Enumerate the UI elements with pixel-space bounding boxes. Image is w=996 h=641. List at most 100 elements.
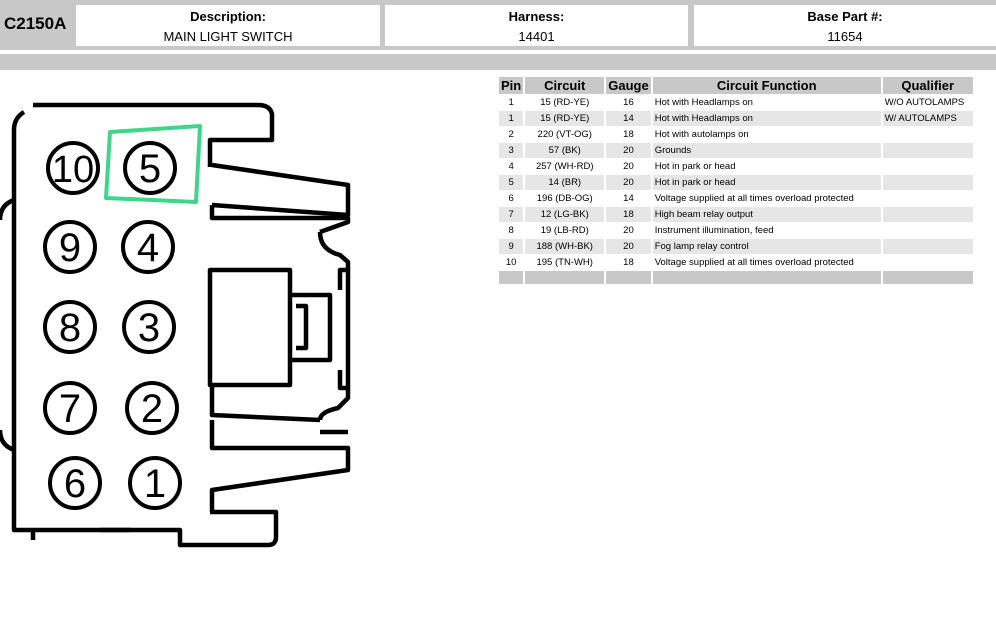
cell-pin: 5 [499,175,524,190]
cell-gauge: 20 [606,175,651,190]
blank-cell [606,271,651,284]
cell-function: Hot with Headlamps on [654,97,753,108]
cell-pin: 1 [508,97,514,108]
pin-circle [122,300,176,354]
cell-gauge: 20 [623,161,634,172]
cell-circuit: 19 (LB-RD) [540,225,589,236]
harness-value: 14401 [518,29,555,44]
pin-number-label: 6 [64,462,86,506]
cell-function: Instrument illumination, feed [654,225,774,236]
cell-pin: 6 [508,193,514,204]
cell-function: Hot with autolamps on [654,129,749,140]
pin-circle [43,381,97,435]
pin-circle [123,141,177,195]
pin-circle [43,300,97,354]
harness-label: Harness: [508,9,565,24]
pin-circle [121,220,175,274]
cell-pin: 1 [499,111,524,126]
cell-pin: 8 [508,225,514,236]
connector-pin-6: 6 [48,456,102,510]
cell-pin: 7 [499,207,524,222]
description-cell: Description: MAIN LIGHT SWITCH [76,5,380,46]
cell-pin: 2 [508,129,514,140]
connector-pin-9: 9 [43,220,97,274]
pin-number-label: 3 [138,306,160,350]
cell-pin: 10 [505,257,517,268]
cell-function: Hot in park or head [652,175,881,190]
cell-qualifier: W/O AUTOLAMPS [884,97,965,108]
cell-circuit: 15 (RD-YE) [525,111,605,126]
cell-qualifier [883,159,973,174]
cell-qualifier [882,143,973,158]
cell-circuit: 57 (BK) [525,143,605,158]
cell-gauge: 16 [623,97,634,108]
table-header-row: Pin Circuit Gauge Circuit Function Quali… [499,77,973,94]
blank-cell [882,271,973,284]
base-part-cell: Base Part #: 11654 [694,5,996,46]
cell-gauge: 20 [606,143,651,158]
column-header-pin: Pin [499,77,524,94]
cell-function: Hot in park or head [654,161,736,172]
cell-gauge: 14 [606,111,651,126]
column-header-gauge: Gauge [606,77,651,94]
table-blank-row [499,271,973,284]
cell-function: Fog lamp relay control [652,239,881,254]
pin-circle [48,456,102,510]
cell-circuit: 188 (WH-BK) [525,239,605,254]
connector-pin-8: 8 [43,300,97,354]
pin-circle [46,141,100,195]
connector-id: C2150A [4,14,67,33]
cell-qualifier: W/ AUTOLAMPS [882,111,973,126]
cell-gauge: 20 [606,239,651,254]
connector-header: C2150A Description: MAIN LIGHT SWITCH Ha… [0,0,996,50]
pin-number-label: 5 [139,147,161,191]
blank-cell [499,271,524,284]
base-part-value: 11654 [827,29,863,44]
cell-pin: 9 [499,239,524,254]
header-divider-bar [0,54,996,70]
cell-gauge: 14 [623,193,634,204]
cell-gauge: 18 [623,129,634,140]
pinout-table: Pin Circuit Gauge Circuit Function Quali… [497,76,975,285]
cell-qualifier [882,207,973,222]
cell-function: Hot with Headlamps on [652,111,881,126]
cell-qualifier [882,239,973,254]
blank-cell [525,271,605,284]
connector-pin-3: 3 [122,300,176,354]
table-row: 1 15 (RD-YE) 16 Hot with Headlamps on W/O AU… [499,95,973,110]
column-header-circuit-function: Circuit Function [652,77,881,94]
cell-gauge: 18 [623,257,634,268]
cell-circuit: 196 (DB-OG) [536,193,593,204]
connector-pin-10: 10 [46,141,100,195]
cell-qualifier [883,255,973,270]
column-header-qualifier: Qualifier [882,77,973,94]
pin-number-label: 1 [144,462,166,506]
pin-5-highlight-box [104,124,202,204]
cell-gauge: 20 [623,225,634,236]
cell-gauge: 18 [606,207,651,222]
column-header-circuit: Circuit [525,77,605,94]
pin-number-label: 7 [59,387,81,431]
pin-number-label: 2 [141,387,163,431]
cell-qualifier [883,223,973,238]
cell-circuit: 12 (LG-BK) [525,207,605,222]
pin-number-label: 4 [137,226,159,270]
cell-pin: 3 [499,143,524,158]
connector-housing-outline [0,102,351,548]
cell-pin: 4 [508,161,514,172]
pin-number-label: 9 [59,226,81,270]
cell-function: High beam relay output [652,207,881,222]
blank-cell [652,271,881,284]
pin-circle [43,220,97,274]
harness-cell: Harness: 14401 [385,5,688,46]
cell-circuit: 15 (RD-YE) [540,97,590,108]
